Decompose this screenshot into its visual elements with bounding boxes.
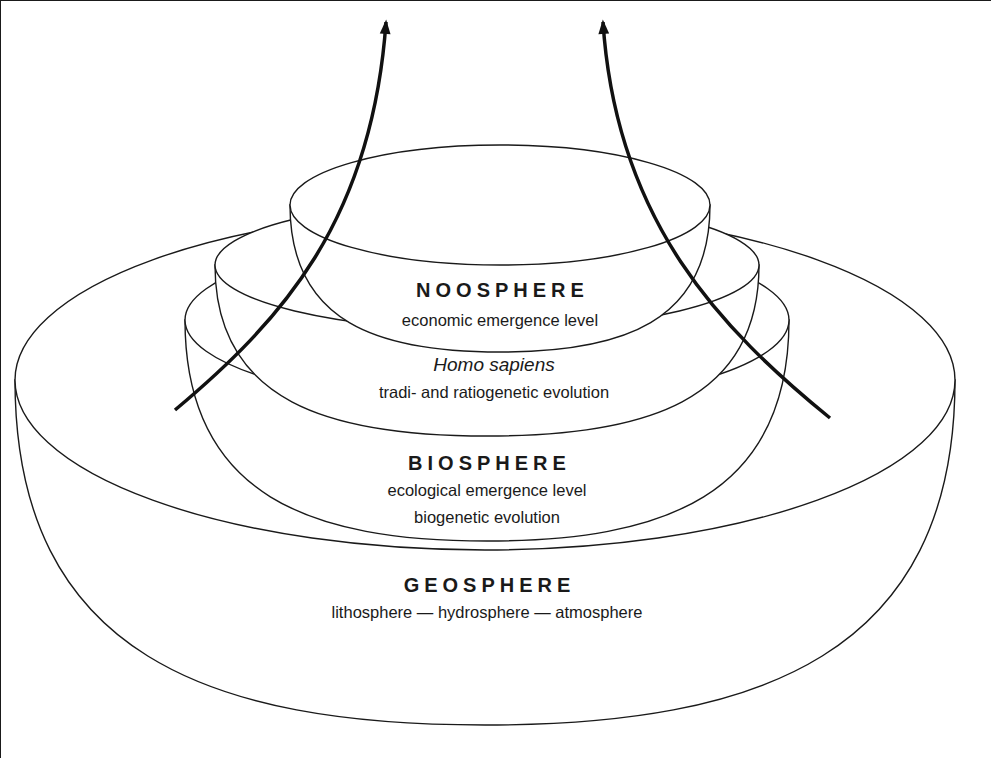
species-name: Homo sapiens	[433, 354, 554, 376]
sphere-description: tradi- and ratiogenetic evolution	[379, 383, 609, 402]
sphere-description: biogenetic evolution	[414, 508, 560, 527]
sphere-heading: BIOSPHERE	[403, 452, 571, 475]
sphere-description: lithosphere — hydrosphere — atmosphere	[332, 603, 643, 622]
frame-line	[0, 0, 991, 1]
sphere-heading: GEOSPHERE	[399, 574, 576, 597]
sphere-description: economic emergence level	[402, 311, 598, 330]
sphere-bowl: BIOSPHERE ecological emergence level bioge…	[185, 235, 789, 541]
sphere-description: ecological emergence level	[387, 481, 586, 500]
evolution-arrow	[603, 22, 830, 418]
evolution-arrow	[175, 22, 386, 410]
sphere-bowl: NOOSPHERE economic emergence level	[290, 145, 710, 352]
bowl-rim	[290, 145, 710, 265]
sphere-bowl: GEOSPHERE lithosphere — hydrosphere — atm…	[15, 210, 955, 725]
frame-line	[0, 0, 1, 758]
sphere-heading: NOOSPHERE	[411, 279, 589, 302]
sphere-bowl: Homo sapiens tradi- and ratiogenetic evol…	[215, 200, 759, 436]
